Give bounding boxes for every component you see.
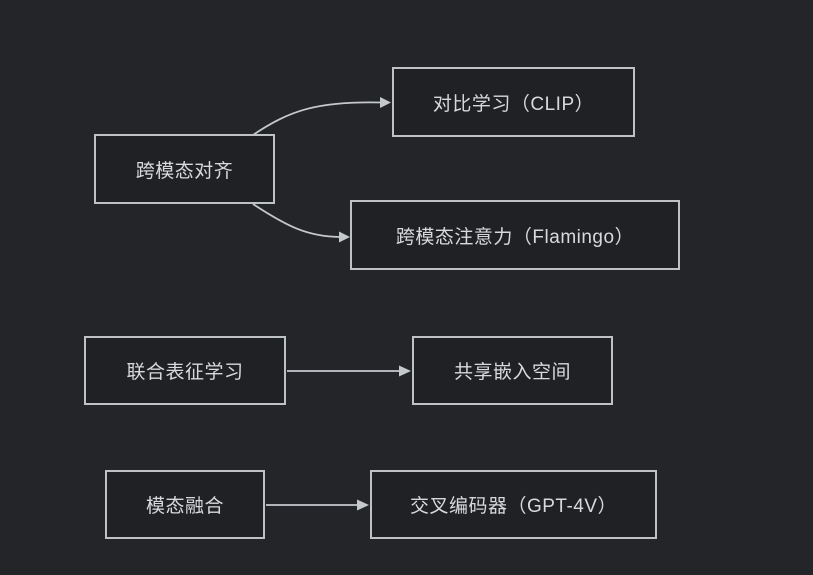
- node-contrastive-learning-clip: 对比学习（CLIP）: [392, 67, 635, 137]
- node-shared-embedding-space: 共享嵌入空间: [412, 336, 613, 405]
- node-joint-representation-learning: 联合表征学习: [84, 336, 286, 405]
- arrowhead-contrastive: [380, 97, 391, 108]
- node-label: 跨模态注意力（Flamingo）: [395, 226, 635, 248]
- node-cross-modal-attention-flamingo: 跨模态注意力（Flamingo）: [350, 200, 680, 270]
- arrowhead-attention: [339, 231, 350, 243]
- arrowhead-encoder: [357, 499, 369, 511]
- edge-alignment-to-contrastive: [252, 101, 383, 136]
- node-label: 跨模态对齐: [135, 160, 234, 182]
- node-label: 交叉编码器（GPT-4V）: [409, 496, 618, 517]
- node-label: 联合表征学习: [126, 362, 244, 383]
- node-cross-modal-alignment: 跨模态对齐: [94, 134, 275, 204]
- node-cross-encoder-gpt4v: 交叉编码器（GPT-4V）: [370, 470, 657, 539]
- node-modality-fusion: 模态融合: [105, 470, 265, 539]
- node-label: 对比学习（CLIP）: [432, 93, 595, 115]
- edge-alignment-to-attention: [252, 203, 341, 238]
- node-label: 模态融合: [145, 496, 224, 517]
- arrowhead-shared: [399, 365, 411, 377]
- node-label: 共享嵌入空间: [453, 362, 571, 383]
